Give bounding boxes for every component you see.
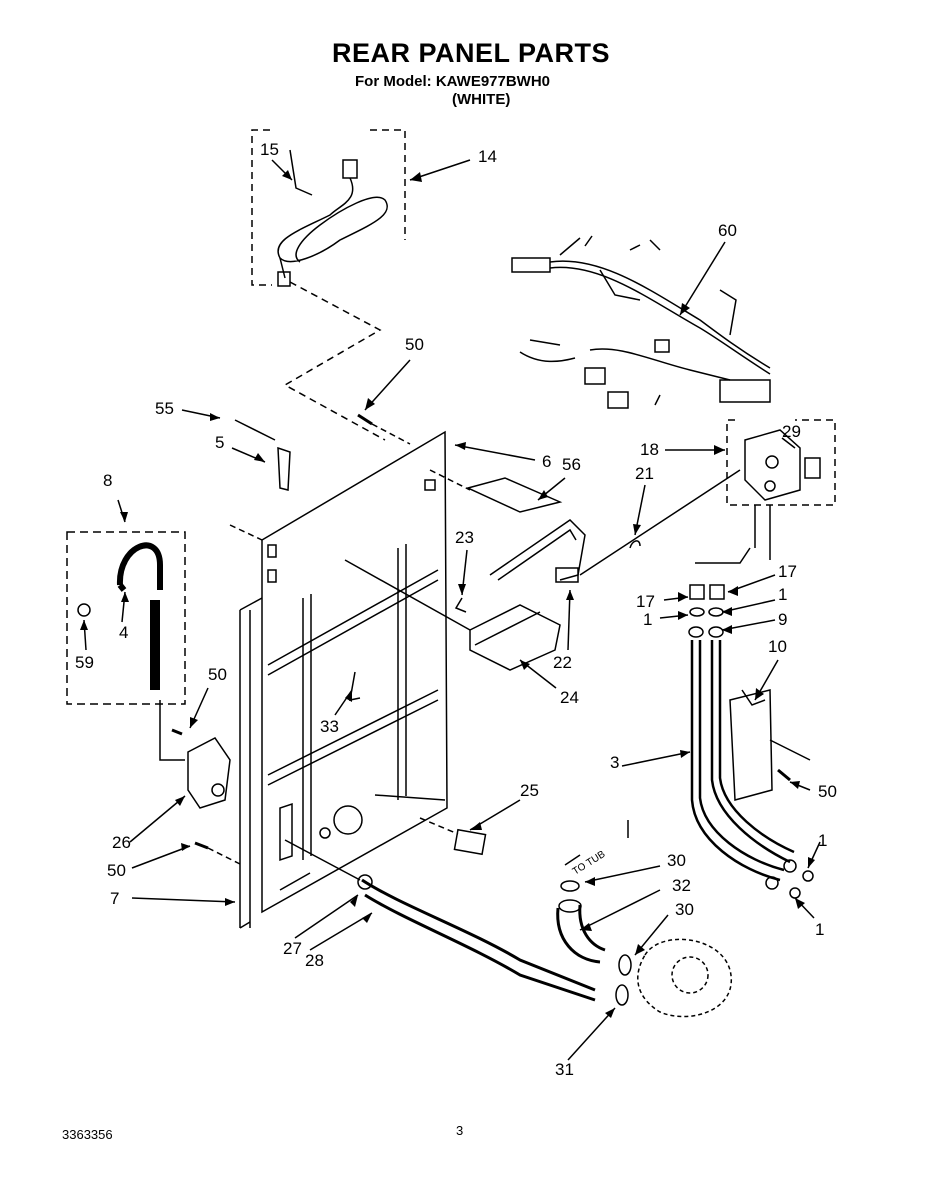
callout-24: 24 [560, 688, 579, 707]
callout-29: 29 [782, 422, 801, 441]
callout-6: 6 [542, 452, 551, 471]
power-cord-group [251, 129, 406, 441]
pump-26 [187, 737, 231, 809]
callout-1-bottom: 1 [815, 920, 824, 939]
callout-33: 33 [320, 717, 339, 736]
callout-30-bottom: 30 [675, 900, 694, 919]
callout-10: 10 [768, 637, 787, 656]
page-number: 3 [456, 1123, 464, 1138]
callout-60: 60 [718, 221, 737, 240]
color-line: (WHITE) [452, 91, 511, 108]
callout-18: 18 [640, 440, 659, 459]
callout-26: 26 [112, 833, 131, 852]
callout-9: 9 [778, 610, 787, 629]
inlet-valve [744, 429, 801, 501]
callout-30-top: 30 [667, 851, 686, 870]
callout-14: 14 [478, 147, 497, 166]
callout-31: 31 [555, 1060, 574, 1079]
bracket-56 [465, 477, 563, 513]
callout-50-top: 50 [405, 335, 424, 354]
hose-32 [556, 907, 601, 964]
callout-55: 55 [155, 399, 174, 418]
callout-27: 27 [283, 939, 302, 958]
hose-4 [116, 542, 163, 590]
callout-28: 28 [305, 951, 324, 970]
callout-1-left: 1 [643, 610, 652, 629]
page-title: REAR PANEL PARTS [331, 38, 611, 68]
part-25 [453, 828, 487, 856]
callout-21: 21 [635, 464, 654, 483]
callout-15: 15 [260, 140, 279, 159]
callout-1-bottom-top: 1 [818, 831, 827, 850]
callout-22: 22 [553, 653, 572, 672]
callout-1-right: 1 [778, 585, 787, 604]
callout-50-left: 50 [208, 665, 227, 684]
callout-5: 5 [215, 433, 224, 452]
callout-3: 3 [610, 753, 619, 772]
callout-17-left: 17 [636, 592, 655, 611]
leader-lines [83, 159, 821, 1061]
callout-56: 56 [562, 455, 581, 474]
fill-hose [489, 519, 586, 581]
callout-32: 32 [672, 876, 691, 895]
pump-31 [637, 938, 733, 1018]
callout-23: 23 [455, 528, 474, 547]
callout-8: 8 [103, 471, 112, 490]
callout-17-right: 17 [778, 562, 797, 581]
callout-4: 4 [119, 623, 128, 642]
inlet-hose-3 [690, 640, 781, 882]
to-tub-label: TO TUB [571, 849, 608, 878]
callout-7: 7 [110, 889, 119, 908]
model-line: For Model: KAWE977BWH0 [355, 73, 551, 90]
rear-panel [229, 430, 448, 929]
clip-5 [277, 446, 291, 491]
bracket-10 [729, 689, 773, 801]
callout-25: 25 [520, 781, 539, 800]
callout-50-bottom: 50 [107, 861, 126, 880]
drain-hose [361, 878, 596, 992]
callout-50-right: 50 [818, 782, 837, 801]
callout-59: 59 [75, 653, 94, 672]
wire-harness [511, 235, 771, 409]
clamp-59 [77, 603, 91, 617]
part-number: 3363356 [62, 1127, 113, 1142]
screw-50-top [357, 413, 373, 426]
bracket-24 [469, 604, 561, 671]
